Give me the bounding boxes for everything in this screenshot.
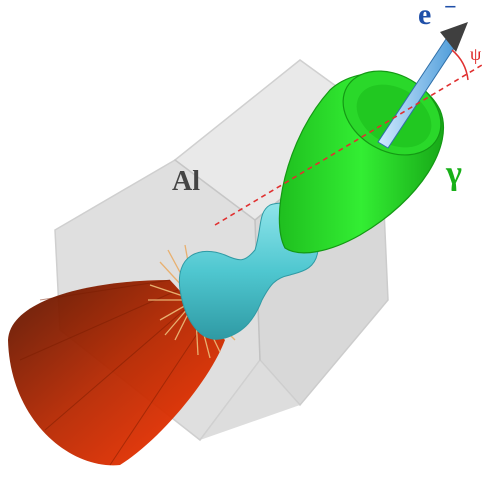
electron-label: e	[418, 0, 431, 31]
electron-charge-label: −	[444, 0, 457, 19]
angle-arc	[451, 49, 469, 81]
material-label: Al	[172, 166, 200, 197]
block-front-face	[200, 360, 300, 440]
electron-beam	[377, 22, 468, 149]
angle-label: ψ	[470, 44, 482, 64]
beam-axis	[214, 64, 482, 226]
emission-cone	[8, 279, 225, 466]
gamma-label: γ	[445, 155, 462, 192]
